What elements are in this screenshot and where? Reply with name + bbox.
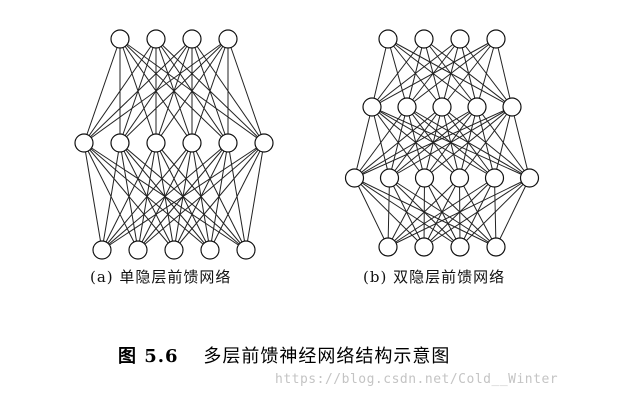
network-b-edge-l1-1-0 [354, 106, 408, 179]
network-a-nodes [74, 29, 274, 260]
network-b-edge-l2-1-0 [387, 177, 390, 248]
single-hidden-layer-network [74, 29, 274, 260]
figure-title: 多层前馈神经网络结构示意图 [203, 346, 451, 367]
network-a-caption: (a) 单隐层前馈网络 [90, 268, 232, 286]
network-a-node-l2-1 [128, 240, 148, 260]
network-a-edge-l0-3-0 [83, 38, 229, 144]
network-a-node-l2-2 [164, 240, 184, 260]
network-a-edge-l1-5-3 [209, 142, 265, 251]
network-b-edge-l2-5-3 [495, 177, 530, 248]
network-b-edge-l1-2-0 [354, 106, 443, 179]
network-b-edge-l2-3-0 [387, 177, 460, 248]
network-b-edge-l1-0-0 [354, 106, 373, 179]
network-a-node-l0-1 [146, 29, 166, 49]
network-a-edge-l1-5-4 [245, 142, 265, 251]
network-b-edge-l1-3-0 [354, 106, 478, 179]
network-a-node-l1-1 [110, 133, 130, 153]
network-b-edge-l1-4-0 [354, 106, 513, 179]
network-b-node-l1-1 [397, 97, 417, 117]
network-b-node-l3-1 [414, 237, 434, 257]
network-b-node-l0-2 [450, 29, 470, 49]
figure-number: 图 5.6 [118, 346, 179, 367]
network-b-nodes [344, 29, 540, 257]
network-b-node-l3-3 [486, 237, 506, 257]
network-a-edge-l0-3-2 [155, 38, 229, 144]
network-b-node-l0-0 [378, 29, 398, 49]
network-a-edge-l0-3-1 [119, 38, 229, 144]
network-b-edge-l1-4-4 [494, 106, 513, 179]
network-a-node-l1-5 [254, 133, 274, 153]
network-b-edge-l2-5-1 [423, 177, 530, 248]
network-b-edge-l0-2-0 [371, 38, 461, 108]
network-b-edge-l0-3-4 [495, 38, 513, 108]
network-b-node-l3-0 [378, 237, 398, 257]
network-a-edge-l1-2-0 [101, 142, 157, 251]
network-b-edge-l0-3-2 [441, 38, 497, 108]
network-a-edge-l1-5-0 [101, 142, 265, 251]
network-a-edge-l0-3-5 [227, 38, 265, 144]
network-a-node-l0-0 [110, 29, 130, 49]
network-a-edge-l1-5-2 [173, 142, 265, 251]
network-a-edge-l0-0-0 [83, 38, 121, 144]
network-b-edge-l2-2-0 [387, 177, 425, 248]
network-a-node-l0-2 [182, 29, 202, 49]
network-a-edges [83, 38, 265, 251]
network-a-edge-l1-5-1 [137, 142, 265, 251]
network-b-edge-l1-4-1 [389, 106, 513, 179]
network-b-node-l2-4 [484, 168, 505, 188]
network-b-node-l2-0 [344, 168, 365, 188]
network-b-node-l0-3 [486, 29, 506, 49]
network-b-edge-l0-0-0 [371, 38, 389, 108]
network-b-node-l1-0 [362, 97, 382, 117]
network-b-edge-l1-4-5 [511, 106, 530, 179]
network-b-edge-l2-0-0 [354, 177, 389, 248]
network-b-edge-l0-1-0 [371, 38, 425, 108]
network-a-node-l1-3 [182, 133, 202, 153]
network-b-node-l2-5 [519, 168, 540, 188]
network-a-edge-l1-3-0 [101, 142, 193, 251]
network-a-node-l1-4 [218, 133, 238, 153]
network-b-node-l2-1 [379, 168, 400, 188]
network-b-edge-l1-4-2 [424, 106, 513, 179]
network-b-node-l0-1 [414, 29, 434, 49]
network-b-node-l3-2 [450, 237, 470, 257]
network-a-node-l2-3 [200, 240, 220, 260]
network-b-node-l2-3 [449, 168, 470, 188]
network-b-node-l1-4 [502, 97, 522, 117]
network-b-edge-l0-3-0 [371, 38, 497, 108]
network-a-edge-l0-1-0 [83, 38, 157, 144]
network-b-node-l2-2 [414, 168, 435, 188]
network-a-edge-l1-1-0 [101, 142, 121, 251]
network-a-node-l2-4 [236, 240, 256, 260]
network-a-edge-l1-0-0 [83, 142, 103, 251]
network-b-caption: (b) 双隐层前馈网络 [363, 268, 506, 286]
network-b-edge-l2-4-0 [387, 177, 495, 248]
network-b-edge-l0-3-3 [476, 38, 497, 108]
network-a-edge-l1-4-0 [101, 142, 229, 251]
network-b-edge-l0-3-1 [406, 38, 497, 108]
network-b-node-l1-3 [467, 97, 487, 117]
network-a-edge-l0-2-0 [83, 38, 193, 144]
network-a-node-l1-0 [74, 133, 94, 153]
figure-caption: 图 5.6 多层前馈神经网络结构示意图 [118, 342, 450, 368]
network-a-node-l2-0 [92, 240, 112, 260]
network-a-node-l1-2 [146, 133, 166, 153]
watermark-url: https://blog.csdn.net/Cold__Winter [275, 372, 559, 387]
network-b-edge-l1-4-3 [459, 106, 513, 179]
network-a-edge-l0-3-3 [191, 38, 229, 144]
double-hidden-layer-network [344, 29, 540, 257]
network-b-edge-l2-5-2 [459, 177, 530, 248]
network-b-node-l1-2 [432, 97, 452, 117]
network-b-edges [354, 38, 530, 248]
network-a-node-l0-3 [218, 29, 238, 49]
network-b-edge-l2-5-0 [387, 177, 530, 248]
